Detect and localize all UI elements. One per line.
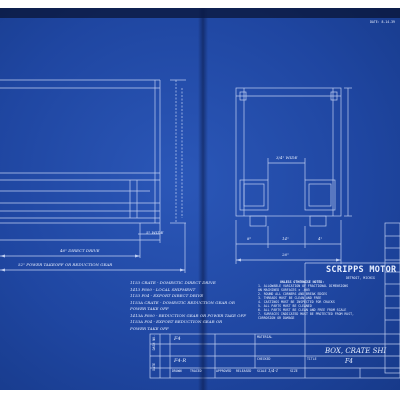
company-city: DETROIT, MICHIG [346,276,375,280]
dim-overall-reduction: 52" POWER TAKEOFF OR REDUCTION GEAR [18,262,113,267]
dim-overall-direct: 46" DIRECT DRIVE [60,248,100,253]
label-approved: APPROVED [216,369,232,373]
note-item: 6. ALL PARTS MUST BE CLEAN AND FREE FROM… [258,308,347,312]
variant-line: 1413 F600 - LOCAL SHIPMENT [130,286,196,292]
variant-line: 1153 F04 - EXPORT DIRECT DRIVE [130,293,204,298]
dim-width-b: 14" [282,236,289,241]
note-item: 5. ALL PARTS MUST BE CLEANED [258,304,312,308]
note-item: 4. CASTINGS MUST BE INSPECTED FOR CRACKS [258,300,335,304]
center-fold-shadow [198,8,208,390]
side-elevation-view [0,79,186,273]
note-item: 2. ROUND ALL CORNERS AND BREAK EDGES [258,292,328,296]
label-drawn: DRAWN [172,369,182,373]
general-notes: UNLESS OTHERWISE NOTED: 1. ALLOWABLE VAR… [258,280,384,320]
variant-line: 1413A F600 - REDUCTION GEAR OR POWER TAK… [130,312,246,318]
dim-center-upper: 3/4" WIDE [276,155,298,160]
note-item: ON MACHINED SURFACES ± .005 [258,288,310,292]
dim-overall-width: 26" [282,252,289,257]
corner-code: DATE: 8-14-39 [370,20,395,24]
drawing-title: BOX, CRATE SHI [325,347,387,355]
model-code-2: F4-R [174,358,187,364]
variant-list: 1153 CRATE - DOMESTIC DIRECT DRIVE 1413 … [130,280,246,331]
variant-line: 1153 CRATE - DOMESTIC DIRECT DRIVE [130,280,216,285]
model-code: F4 [174,336,181,342]
label-title: TITLE [307,357,317,361]
note-item: CORROSION OR DAMAGE [258,316,295,320]
blueprint-drawing [0,79,400,379]
company-name: SCRIPPS MOTOR [326,265,397,275]
label-dash-no: DASH NO. [152,335,156,351]
variant-line: POWER TAKE OFF [130,306,169,311]
label-released: RELEASED [236,369,252,373]
notes-heading: UNLESS OTHERWISE NOTED: [280,280,325,284]
label-size: SIZE [290,369,298,373]
note-item: 1. ALLOWABLE VARIATION OF FRACTIONAL DIM… [258,284,349,288]
scale-value: 1/4-1 [268,368,279,373]
label-scale: SCALE [257,369,267,373]
end-elevation-view [235,87,352,264]
dim-width-a: 8" [247,236,252,241]
label-date: DATE [152,363,156,371]
dim-width-c: 4" [318,236,323,241]
label-checked: CHECKED [257,357,271,361]
note-item: 7. SURFACES INDICATED MUST BE PROTECTED … [258,312,354,316]
label-material: MATERIAL [257,335,273,339]
variant-line: 1153A CRATE - DOMESTIC REDUCTION GEAR OR [130,299,235,305]
label-traced: TRACED [190,369,202,373]
note-item: 3. THREADS MUST BE CLEAN AND FREE [258,296,322,300]
title-block-lines [149,222,400,379]
variant-line: 1153A F04 - EXPORT REDUCTION GEAR OR [130,319,223,324]
dim-small-left: 5" WIDE [146,230,164,235]
variant-line: POWER TAKE OFF [130,325,169,331]
drawing-title-2: F4 [345,358,353,365]
blueprint-sheet: DATE: 8-14-39 5" WIDE 46" DIRECT DRIVE 5… [0,8,400,390]
